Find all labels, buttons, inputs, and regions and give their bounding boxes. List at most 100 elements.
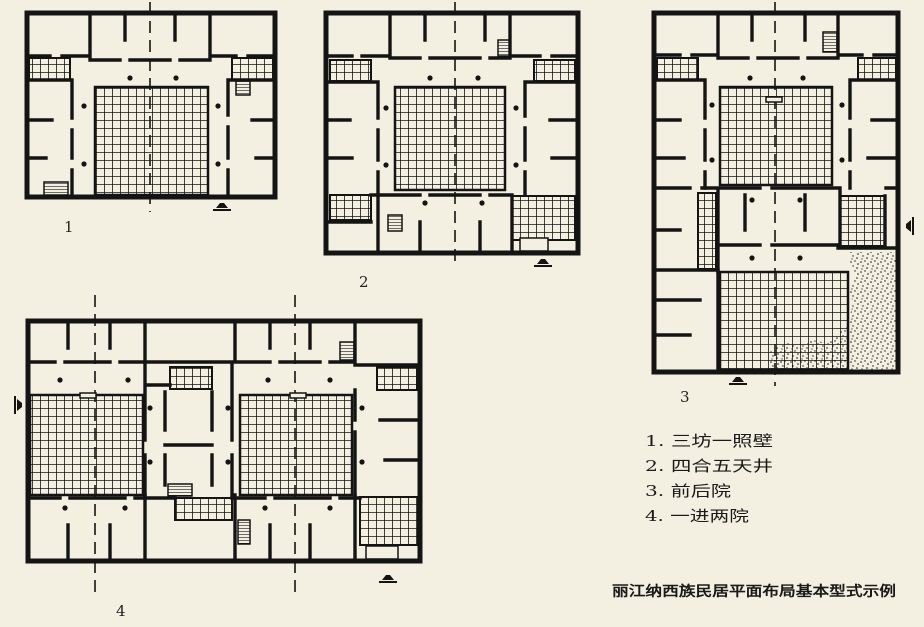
column-dot bbox=[422, 200, 428, 206]
legend-item: 4. 一进两院 bbox=[645, 507, 749, 525]
column-dot bbox=[173, 75, 179, 81]
right-wing-walls bbox=[226, 78, 277, 199]
front-courtyard bbox=[718, 85, 834, 187]
legend-item: 3. 前后院 bbox=[645, 482, 731, 500]
first-courtyard bbox=[28, 393, 145, 497]
plan-label: 1 bbox=[64, 218, 74, 236]
column-dot bbox=[125, 377, 131, 383]
column-dot bbox=[359, 459, 365, 465]
column-dot bbox=[479, 200, 485, 206]
outer-wall bbox=[651, 10, 901, 375]
entrance-marker bbox=[379, 575, 397, 583]
column-dot bbox=[81, 161, 87, 167]
corner-courtyard bbox=[359, 496, 419, 546]
column-dot bbox=[749, 197, 755, 203]
rear-rooms-walls bbox=[652, 268, 720, 374]
middle-hall-walls bbox=[652, 186, 900, 274]
corner-courtyard bbox=[174, 497, 233, 521]
left-wing-walls bbox=[25, 78, 74, 199]
stair bbox=[339, 341, 355, 361]
column-dot bbox=[513, 105, 519, 111]
main-house-walls bbox=[25, 11, 277, 62]
corner-courtyard bbox=[329, 59, 372, 83]
column-dot bbox=[225, 405, 231, 411]
middle-rooms-walls bbox=[163, 390, 214, 487]
side-courtyard bbox=[839, 195, 886, 247]
column-dot bbox=[327, 505, 333, 511]
main-courtyard bbox=[93, 85, 210, 197]
corner-courtyard bbox=[231, 57, 274, 81]
stair bbox=[237, 519, 251, 545]
stair bbox=[167, 483, 193, 497]
outer-wall bbox=[323, 10, 581, 256]
plan-label: 2 bbox=[359, 273, 369, 291]
step bbox=[79, 392, 97, 399]
left-wing-walls bbox=[652, 78, 707, 190]
column-dot bbox=[215, 161, 221, 167]
gate bbox=[519, 237, 549, 252]
rear-garden-stipple bbox=[770, 252, 896, 370]
main-house-walls bbox=[652, 11, 900, 60]
outer-wall bbox=[24, 10, 278, 200]
column-dot bbox=[475, 75, 481, 81]
main-house-walls bbox=[324, 11, 580, 60]
column-dot bbox=[383, 162, 389, 168]
plan-1: 1 bbox=[24, 2, 278, 236]
outer-wall bbox=[25, 318, 423, 564]
front-rooms-walls bbox=[26, 493, 362, 563]
legend-item: 2. 四合五天井 bbox=[645, 457, 773, 475]
figure-caption: 丽江纳西族民居平面布局基本型式示例 bbox=[612, 583, 896, 600]
column-dot bbox=[747, 75, 753, 81]
column-dot bbox=[800, 75, 806, 81]
corner-courtyard bbox=[533, 59, 576, 83]
right-wing-walls bbox=[523, 80, 580, 197]
column-dot bbox=[797, 197, 803, 203]
column-dot bbox=[57, 377, 63, 383]
plan-4: 4 bbox=[14, 295, 423, 620]
entrance-marker bbox=[213, 203, 231, 211]
plan-2: 2 bbox=[323, 2, 581, 291]
corner-courtyard bbox=[376, 366, 418, 391]
corner-courtyard bbox=[857, 57, 897, 81]
corner-courtyard bbox=[656, 57, 699, 81]
column-dots bbox=[57, 377, 365, 511]
column-dots bbox=[81, 75, 221, 167]
column-dot bbox=[709, 102, 715, 108]
corner-courtyard bbox=[329, 194, 372, 221]
column-dot bbox=[327, 377, 333, 383]
stair bbox=[387, 214, 403, 232]
stair bbox=[43, 181, 69, 196]
entrance-marker bbox=[729, 377, 747, 385]
column-dot bbox=[122, 505, 128, 511]
plan-label: 4 bbox=[116, 602, 126, 620]
plan-label: 3 bbox=[680, 388, 690, 406]
rear-courtyard bbox=[718, 270, 850, 372]
gate bbox=[365, 545, 399, 560]
column-dot bbox=[147, 405, 153, 411]
column-dot bbox=[749, 255, 755, 261]
legend-item: 1. 三坊一照壁 bbox=[645, 432, 773, 450]
plan-3: 3 bbox=[651, 2, 914, 406]
column-dot bbox=[225, 459, 231, 465]
left-wing-walls bbox=[324, 80, 380, 197]
corner-courtyard bbox=[511, 195, 576, 241]
column-dot bbox=[359, 405, 365, 411]
column-dot bbox=[513, 162, 519, 168]
main-house-walls bbox=[26, 319, 422, 497]
column-dot bbox=[147, 459, 153, 465]
column-dot bbox=[383, 105, 389, 111]
column-dot bbox=[62, 505, 68, 511]
corner-courtyard bbox=[28, 57, 71, 81]
legend: 1. 三坊一照壁 2. 四合五天井 3. 前后院 4. 一进两院 bbox=[645, 432, 773, 525]
column-dot bbox=[839, 157, 845, 163]
second-courtyard bbox=[238, 393, 354, 497]
column-dot bbox=[262, 505, 268, 511]
column-dots bbox=[709, 75, 845, 261]
column-dot bbox=[797, 255, 803, 261]
main-courtyard bbox=[393, 85, 507, 192]
corner-courtyard bbox=[169, 366, 213, 390]
right-wing-walls bbox=[353, 388, 422, 497]
stair bbox=[497, 39, 511, 57]
